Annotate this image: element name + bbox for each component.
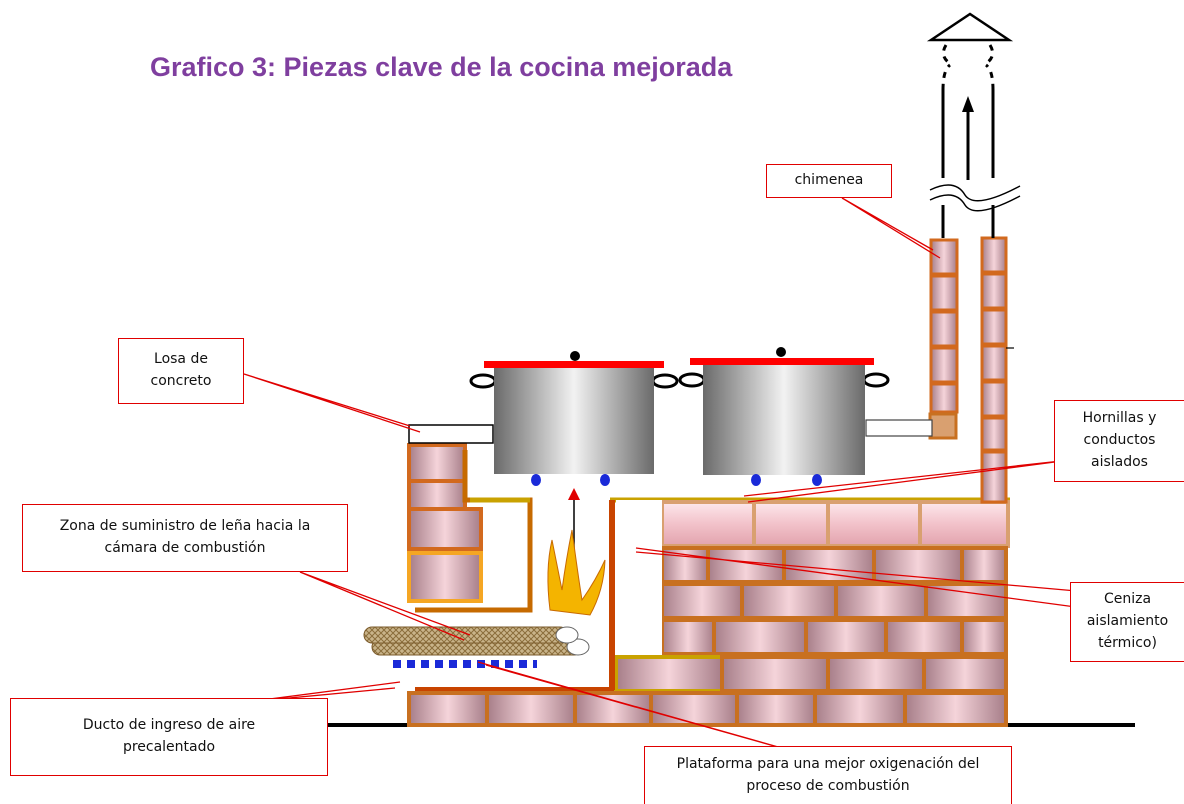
label-zona-suministro: Zona de suministro de leña hacia la cáma…	[22, 504, 348, 572]
brick	[407, 691, 489, 727]
brick	[407, 551, 483, 603]
leader-lines	[243, 197, 1099, 761]
leader-ceniza	[635, 547, 1099, 611]
label-text: Ducto de ingreso de aire	[82, 717, 256, 734]
diagram-title: Grafico 3: Piezas clave de la cocina mej…	[150, 52, 733, 82]
brick	[980, 450, 1008, 504]
brick	[929, 310, 959, 348]
label-ceniza: Ceniza aislamiento térmico)	[1070, 582, 1184, 662]
leader-zona	[299, 571, 471, 641]
label-text: térmico)	[1098, 634, 1157, 651]
leader-losa	[243, 373, 421, 433]
brick	[929, 346, 959, 384]
brick	[804, 618, 888, 656]
label-text: Losa de	[154, 351, 208, 368]
label-hornillas: Hornillas y conductos aislados	[1054, 400, 1184, 482]
brick	[834, 582, 928, 620]
brick	[826, 500, 922, 548]
chimney-pipe	[926, 12, 1021, 238]
label-ducto-aire: Ducto de ingreso de aire precalentado	[10, 698, 328, 776]
label-text: precalentado	[122, 739, 216, 755]
connecting-pipe	[865, 419, 933, 437]
pot-body	[703, 365, 865, 475]
brick	[706, 546, 786, 584]
brick	[407, 443, 467, 483]
brick	[884, 618, 964, 656]
pot-right	[678, 347, 890, 475]
brick	[614, 655, 724, 693]
ash-insulation	[616, 500, 662, 655]
concrete-slab	[408, 424, 494, 444]
brick	[929, 382, 959, 414]
label-losa-de-concreto: Losa de concreto	[118, 338, 244, 404]
brick	[712, 618, 808, 656]
pot-lid	[690, 358, 874, 365]
label-text: Zona de suministro de leña hacia la	[59, 518, 311, 535]
brick	[782, 546, 876, 584]
brick	[660, 582, 744, 620]
brick	[407, 479, 467, 511]
pot-lid	[484, 361, 664, 368]
brick	[752, 500, 830, 548]
brick	[903, 691, 1008, 727]
leader-chimenea	[841, 197, 941, 259]
brick	[660, 500, 756, 548]
label-text: Ceniza	[1103, 591, 1152, 608]
brick	[813, 691, 907, 727]
label-text: aislados	[1091, 453, 1148, 470]
brick	[407, 507, 483, 551]
brick	[660, 546, 710, 584]
label-text: aislamiento	[1086, 613, 1169, 630]
firewood	[363, 626, 590, 656]
brick	[826, 655, 926, 693]
label-text: Plataforma para una mejor oxigenación de…	[676, 755, 980, 772]
chimney-cap	[926, 12, 1014, 42]
pot-left	[469, 351, 679, 474]
air-intake-holes	[393, 660, 537, 668]
flame-icon	[547, 488, 606, 616]
pot-body	[494, 368, 654, 474]
label-text: conductos	[1083, 432, 1156, 449]
right-body-bricks	[407, 500, 1010, 727]
brick	[735, 691, 817, 727]
brick	[922, 655, 1008, 693]
brick	[980, 308, 1008, 346]
brick	[980, 272, 1008, 310]
brick	[929, 238, 959, 276]
brick	[573, 691, 653, 727]
label-text: proceso de combustión	[746, 777, 910, 794]
brick	[960, 546, 1008, 584]
brick	[918, 500, 1010, 548]
label-text: concreto	[150, 373, 212, 389]
brick	[660, 618, 716, 656]
brick	[929, 274, 959, 312]
label-text: cámara de combustión	[104, 540, 266, 556]
label-text: chimenea	[794, 172, 864, 189]
brick	[980, 344, 1008, 382]
brick	[980, 380, 1008, 418]
brick	[740, 582, 838, 620]
leader-hornillas	[743, 459, 1071, 503]
brick	[980, 416, 1008, 452]
brick	[928, 412, 958, 440]
chimney	[928, 236, 1014, 504]
brick	[980, 236, 1008, 274]
left-wall	[407, 443, 483, 603]
leader-plataforma	[477, 661, 825, 761]
label-chimenea: chimenea	[766, 164, 892, 198]
brick	[485, 691, 577, 727]
label-text: Hornillas y	[1082, 410, 1157, 427]
brick	[649, 691, 739, 727]
brick	[720, 655, 830, 693]
brick	[960, 618, 1008, 656]
label-plataforma: Plataforma para una mejor oxigenación de…	[644, 746, 1012, 804]
burner-holes	[531, 474, 822, 486]
